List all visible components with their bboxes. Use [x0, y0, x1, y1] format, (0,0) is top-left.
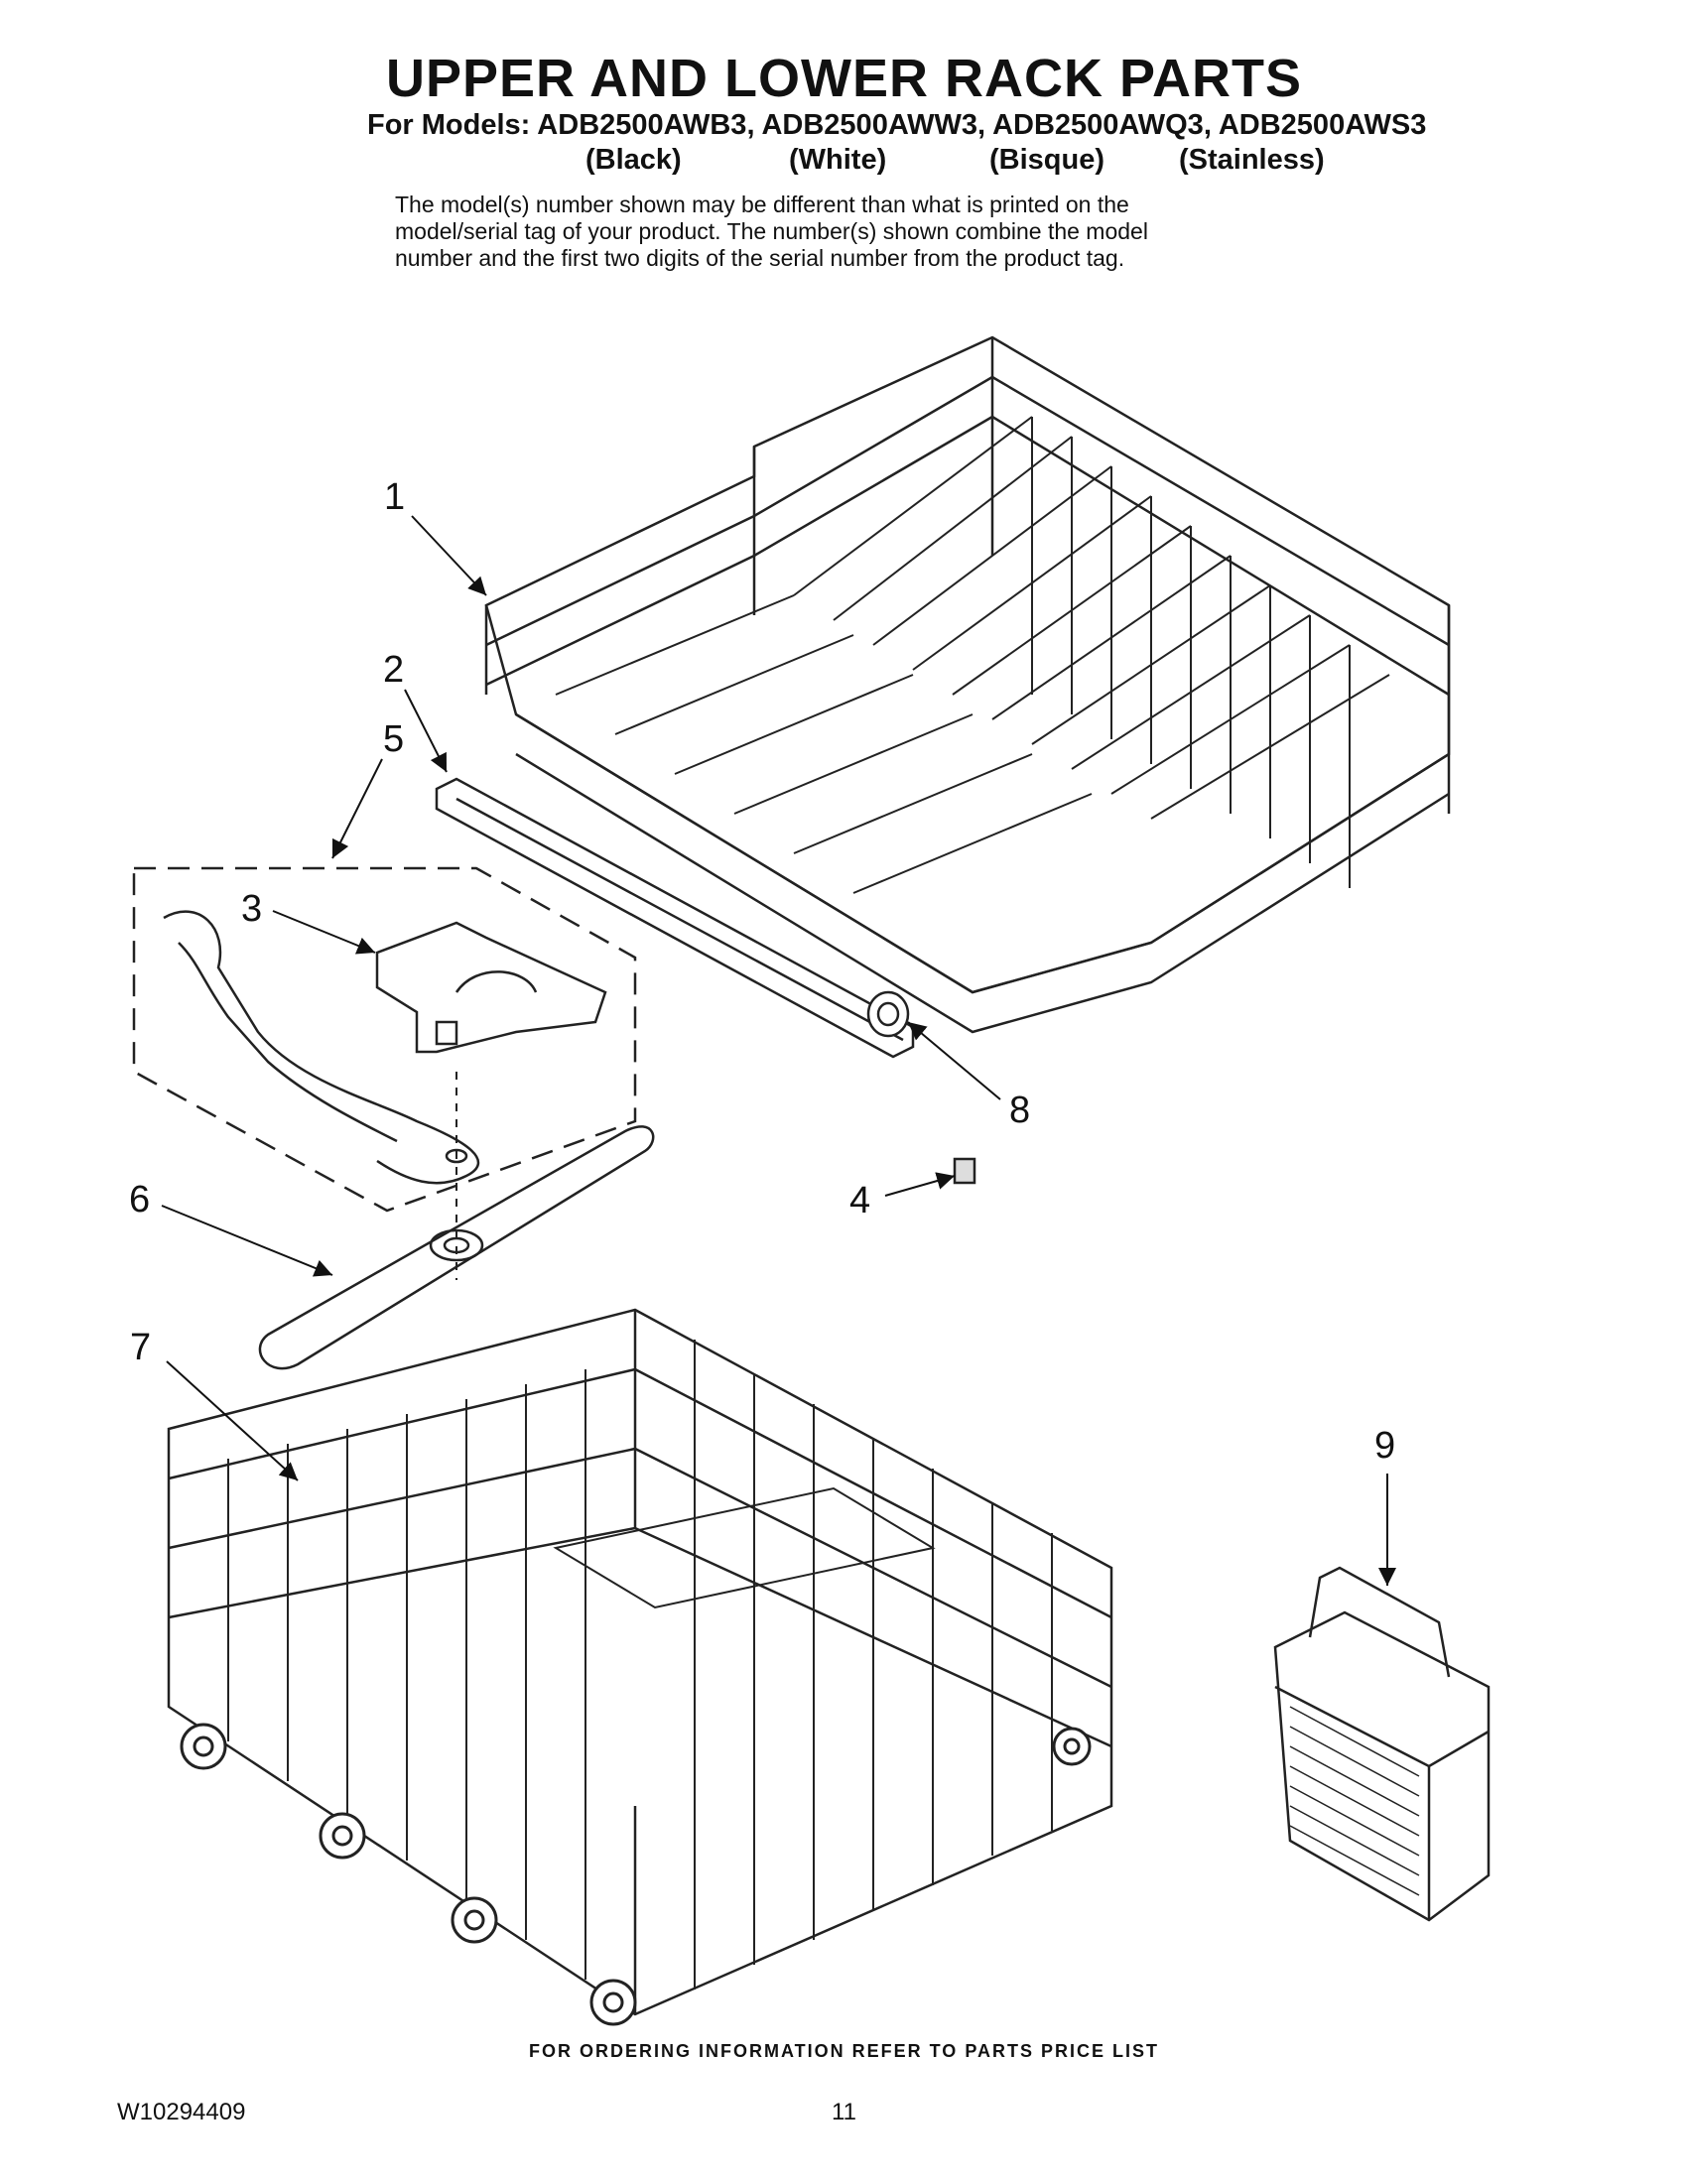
rack-wheel — [866, 990, 910, 1038]
color-black: (Black) — [585, 144, 682, 176]
manifold — [375, 921, 607, 1054]
model-note: The model(s) number shown may be differe… — [395, 192, 1387, 272]
assembly-box — [132, 866, 637, 1213]
rack-wheels — [180, 1723, 1092, 2026]
callout-2: 2 — [383, 649, 404, 691]
callout-7: 7 — [130, 1327, 151, 1368]
rail-end-cap — [953, 1157, 976, 1185]
callout-8: 8 — [1009, 1090, 1030, 1131]
callout-3: 3 — [241, 888, 262, 930]
feed-tube — [163, 910, 480, 1185]
note-line: number and the first two digits of the s… — [395, 245, 1125, 271]
color-white: (White) — [789, 144, 887, 176]
rack-rail — [435, 777, 915, 1059]
page-number: 11 — [832, 2099, 856, 2125]
lower-rack — [167, 1308, 1113, 2016]
note-line: model/serial tag of your product. The nu… — [395, 218, 1148, 244]
ordering-footer: FOR ORDERING INFORMATION REFER TO PARTS … — [528, 2041, 1159, 2061]
note-line: The model(s) number shown may be differe… — [395, 192, 1129, 217]
silverware-basket — [1273, 1566, 1491, 1922]
color-bisque: (Bisque) — [989, 144, 1104, 176]
callout-9: 9 — [1374, 1425, 1395, 1467]
document-number: W10294409 — [117, 2099, 246, 2125]
callout-1: 1 — [384, 476, 405, 518]
page-title: UPPER AND LOWER RACK PARTS — [385, 49, 1302, 108]
callout-5: 5 — [383, 718, 404, 760]
spray-arm — [258, 1125, 655, 1370]
models-line: For Models: ADB2500AWB3, ADB2500AWW3, AD… — [367, 109, 1427, 141]
callout-4: 4 — [849, 1180, 870, 1221]
color-stainless: (Stainless) — [1179, 144, 1325, 176]
callout-6: 6 — [129, 1179, 150, 1220]
upper-rack — [484, 335, 1451, 1034]
leader-arrows — [161, 515, 1396, 1586]
